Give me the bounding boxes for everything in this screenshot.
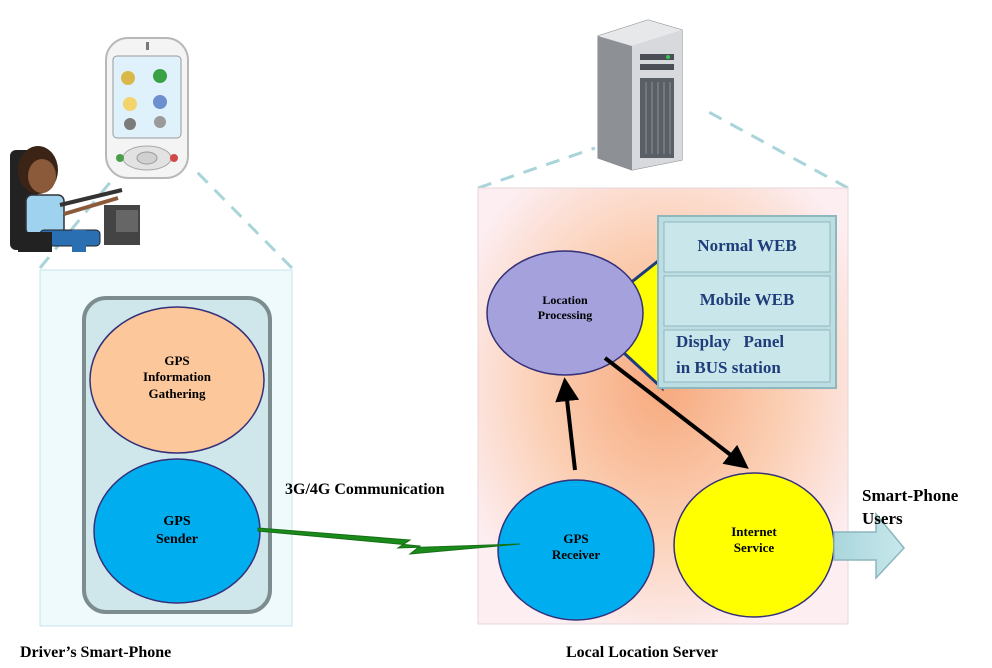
arrow-receiver-to-processing bbox=[555, 377, 580, 471]
gps-receiver-label: GPS Receiver bbox=[516, 531, 636, 564]
gps-info-line-3: Gathering bbox=[148, 385, 206, 401]
server-caption: Local Location Server bbox=[566, 644, 718, 661]
gps-info-node bbox=[89, 306, 265, 454]
location-processing-line-1: Location bbox=[542, 293, 588, 307]
arrow-processing-to-internet bbox=[603, 356, 749, 469]
internet-service-line-1: Internet bbox=[731, 524, 777, 539]
internet-service-line-2: Service bbox=[733, 540, 775, 556]
users-label-line-2: Users bbox=[862, 509, 903, 528]
gps-receiver-line-1: GPS bbox=[563, 531, 589, 546]
gps-receiver-node bbox=[497, 479, 655, 621]
driver-phone-caption: Driver’s Smart-Phone bbox=[20, 644, 172, 661]
driver-at-desk-icon bbox=[10, 146, 140, 252]
arrow-right-icon bbox=[833, 511, 905, 580]
display-panel-label-line-2: in BUS station bbox=[676, 358, 781, 377]
normal-web-label: Normal WEB bbox=[697, 236, 797, 255]
smartphone-icon bbox=[105, 37, 189, 179]
server-dashed-lines bbox=[477, 108, 849, 190]
server-tower-icon bbox=[597, 19, 683, 171]
display-panel-label-line-1: Display Panel bbox=[676, 332, 785, 351]
gps-sender-line-2: Sender bbox=[156, 531, 198, 547]
users-label-line-1: Smart-Phone bbox=[862, 486, 959, 505]
internet-service-label: Internet Service bbox=[694, 524, 814, 557]
gps-info-line-2: Information bbox=[143, 369, 211, 385]
gps-info-line-1: GPS bbox=[164, 353, 190, 368]
phone-dashed-lines bbox=[38, 168, 294, 270]
location-processing-line-2: Processing bbox=[537, 308, 593, 322]
gps-info-label: GPS Information Gathering bbox=[107, 353, 247, 402]
gps-sender-line-1: GPS bbox=[163, 514, 191, 529]
location-processing-node bbox=[486, 250, 644, 376]
gps-receiver-line-2: Receiver bbox=[551, 547, 601, 563]
wireless-link-bolt bbox=[257, 527, 521, 555]
mobile-web-label: Mobile WEB bbox=[699, 290, 795, 309]
location-processing-label: Location Processing bbox=[505, 293, 625, 323]
gps-sender-label: GPS Sender bbox=[117, 513, 237, 548]
link-label: 3G/4G Communication bbox=[285, 481, 445, 498]
